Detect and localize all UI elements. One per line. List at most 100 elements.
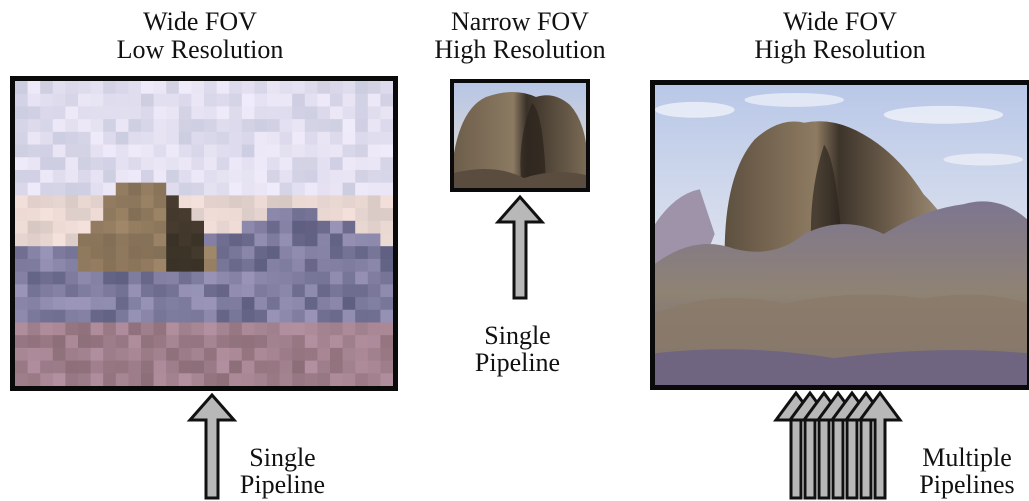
pixel-block (317, 208, 331, 222)
pixel-block (77, 106, 92, 120)
pixel-block (115, 208, 129, 222)
pixel-block (380, 271, 393, 285)
pixel-block (15, 360, 29, 374)
pixel-block (15, 169, 29, 184)
pixel-block (355, 322, 369, 336)
pixel-block (15, 208, 29, 222)
pixel-block (330, 347, 344, 362)
pixel-block (65, 258, 79, 273)
pixel-block (292, 258, 306, 273)
pixel-block (191, 258, 205, 273)
pixel-block (204, 93, 218, 107)
pixel-block (178, 144, 192, 158)
pixel-block (65, 220, 79, 234)
pixel-block (279, 144, 293, 158)
pixel-block (279, 195, 293, 209)
pixel-block (292, 169, 306, 184)
pixel-block (77, 322, 92, 336)
pixel-block (266, 309, 281, 323)
pixel-block (40, 233, 54, 247)
pixel-block (52, 182, 66, 196)
pixel-block (216, 169, 230, 184)
pixel-block (380, 195, 393, 209)
pixel-block (380, 246, 393, 260)
pixel-block (52, 258, 66, 273)
pixel-block (77, 169, 92, 184)
panel1-caption-line2: Pipeline (239, 470, 326, 499)
pixel-block (65, 93, 79, 107)
pixel-block (292, 246, 306, 260)
pixel-block (367, 246, 381, 260)
pixel-block (141, 271, 155, 285)
pixel-block (304, 246, 318, 260)
pixel-block (141, 309, 155, 323)
pixel-block (52, 347, 66, 362)
pixel-block (342, 106, 356, 120)
pixel-block (367, 131, 381, 146)
pixel-block (266, 373, 281, 386)
pixel-block (292, 322, 306, 336)
pixel-block (27, 106, 41, 120)
pixel-block (204, 169, 218, 184)
pixel-block (342, 360, 356, 374)
pixel-block (292, 220, 306, 234)
pixel-block (380, 284, 393, 298)
pixel-block (241, 284, 255, 298)
pixel-block (229, 347, 243, 362)
pixel-block (178, 195, 192, 209)
pixel-block (279, 233, 293, 247)
pixel-block (115, 246, 129, 260)
pixel-block (65, 182, 79, 196)
pixel-block (65, 373, 79, 386)
pixel-block (254, 258, 268, 273)
pixel-block (166, 335, 180, 349)
pixel-block (191, 284, 205, 298)
pixel-block (279, 258, 293, 273)
pixel-block (254, 335, 268, 349)
pixel-block (191, 93, 205, 107)
pixel-block (292, 106, 306, 120)
pixel-block (241, 220, 255, 234)
pixel-block (279, 373, 293, 386)
pixel-block (90, 373, 104, 386)
pixel-block (204, 106, 218, 120)
pixel-block (266, 322, 281, 336)
pixel-block (254, 297, 268, 311)
pixel-block (241, 322, 255, 336)
pixel-block (15, 271, 29, 285)
pixel-block (216, 119, 230, 133)
pixel-block (229, 322, 243, 336)
pixel-block (103, 195, 117, 209)
pixel-block (77, 131, 92, 146)
pixel-block (128, 81, 142, 95)
pixel-block (191, 309, 205, 323)
pixel-block (342, 322, 356, 336)
pixel-block (241, 246, 255, 260)
pixel-block (52, 106, 66, 120)
pixel-block (266, 182, 281, 196)
pixel-block (355, 182, 369, 196)
pixel-block (191, 246, 205, 260)
pixel-block (77, 360, 92, 374)
pixel-block (367, 297, 381, 311)
pixel-block (241, 195, 255, 209)
pixel-block (52, 284, 66, 298)
pixel-block (178, 246, 192, 260)
pixel-block (77, 195, 92, 209)
pixel-block (77, 347, 92, 362)
pixel-block (279, 106, 293, 120)
pixel-block (279, 131, 293, 146)
pixel-block (241, 157, 255, 171)
pixel-block (330, 93, 344, 107)
pixel-block (317, 284, 331, 298)
pixel-block (216, 271, 230, 285)
pixel-block (304, 284, 318, 298)
pixel-block (103, 157, 117, 171)
pixel-block (153, 220, 167, 234)
pixel-block (15, 335, 29, 349)
pixel-block (204, 309, 218, 323)
pixel-block (330, 81, 344, 95)
pixel-block (241, 271, 255, 285)
pixel-block (27, 169, 41, 184)
pixel-block (266, 195, 281, 209)
